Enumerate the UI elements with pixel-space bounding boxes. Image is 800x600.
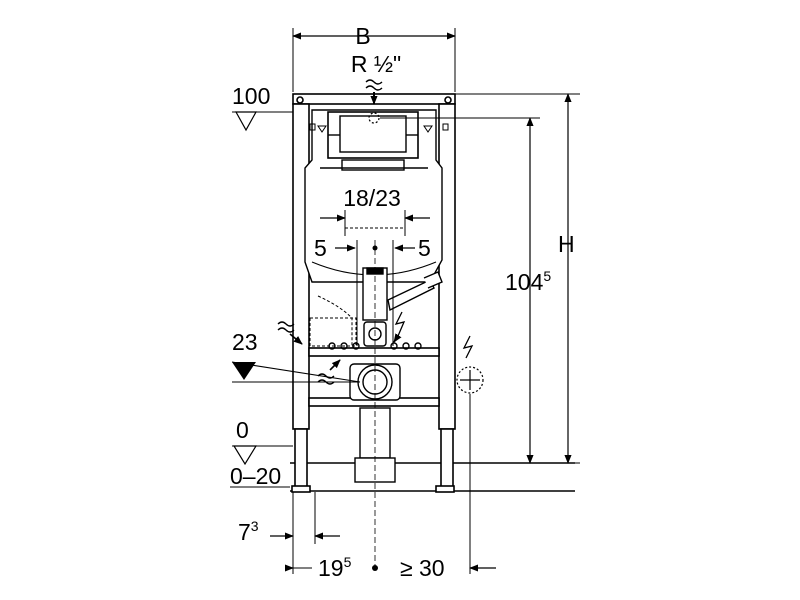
level-0-label: 0	[236, 417, 249, 443]
power-socket-icon	[456, 366, 484, 574]
depth-73-label: 73	[238, 518, 259, 545]
floor-lines	[230, 462, 575, 492]
pipes	[328, 267, 443, 483]
water-supply-icon	[277, 321, 341, 385]
dimension-width: B	[292, 23, 456, 92]
level-marker-icon	[232, 362, 256, 380]
level-23: 23	[231, 329, 361, 383]
level-100: 100	[232, 83, 293, 132]
water-supply-icon	[365, 79, 383, 105]
width-label: B	[355, 23, 370, 49]
water-supply: R ½"	[351, 51, 540, 124]
level-23-label: 23	[232, 329, 258, 355]
supply-label: R ½"	[351, 51, 401, 77]
electrical-icon	[393, 311, 474, 359]
dimension-spacing: 18/23 5 5	[314, 185, 431, 568]
offset-right-label: 5	[418, 235, 431, 261]
level-marker-icon	[234, 111, 258, 132]
level-marker-icon	[232, 445, 258, 466]
dimension-heights: H 1045	[455, 93, 580, 464]
frame-height-value: 1045	[505, 268, 551, 295]
dimension-depths: 73 195 ≥ 30	[238, 492, 496, 581]
offset-left-label: 5	[314, 235, 327, 261]
min-30-label: ≥ 30	[400, 555, 445, 581]
level-100-label: 100	[232, 83, 270, 109]
height-label: H	[558, 231, 575, 257]
spacing-label: 18/23	[343, 185, 401, 211]
floor-range-label: 0–20	[230, 463, 281, 489]
level-0: 0 0–20	[230, 417, 293, 489]
depth-195-label: 195	[318, 554, 352, 581]
